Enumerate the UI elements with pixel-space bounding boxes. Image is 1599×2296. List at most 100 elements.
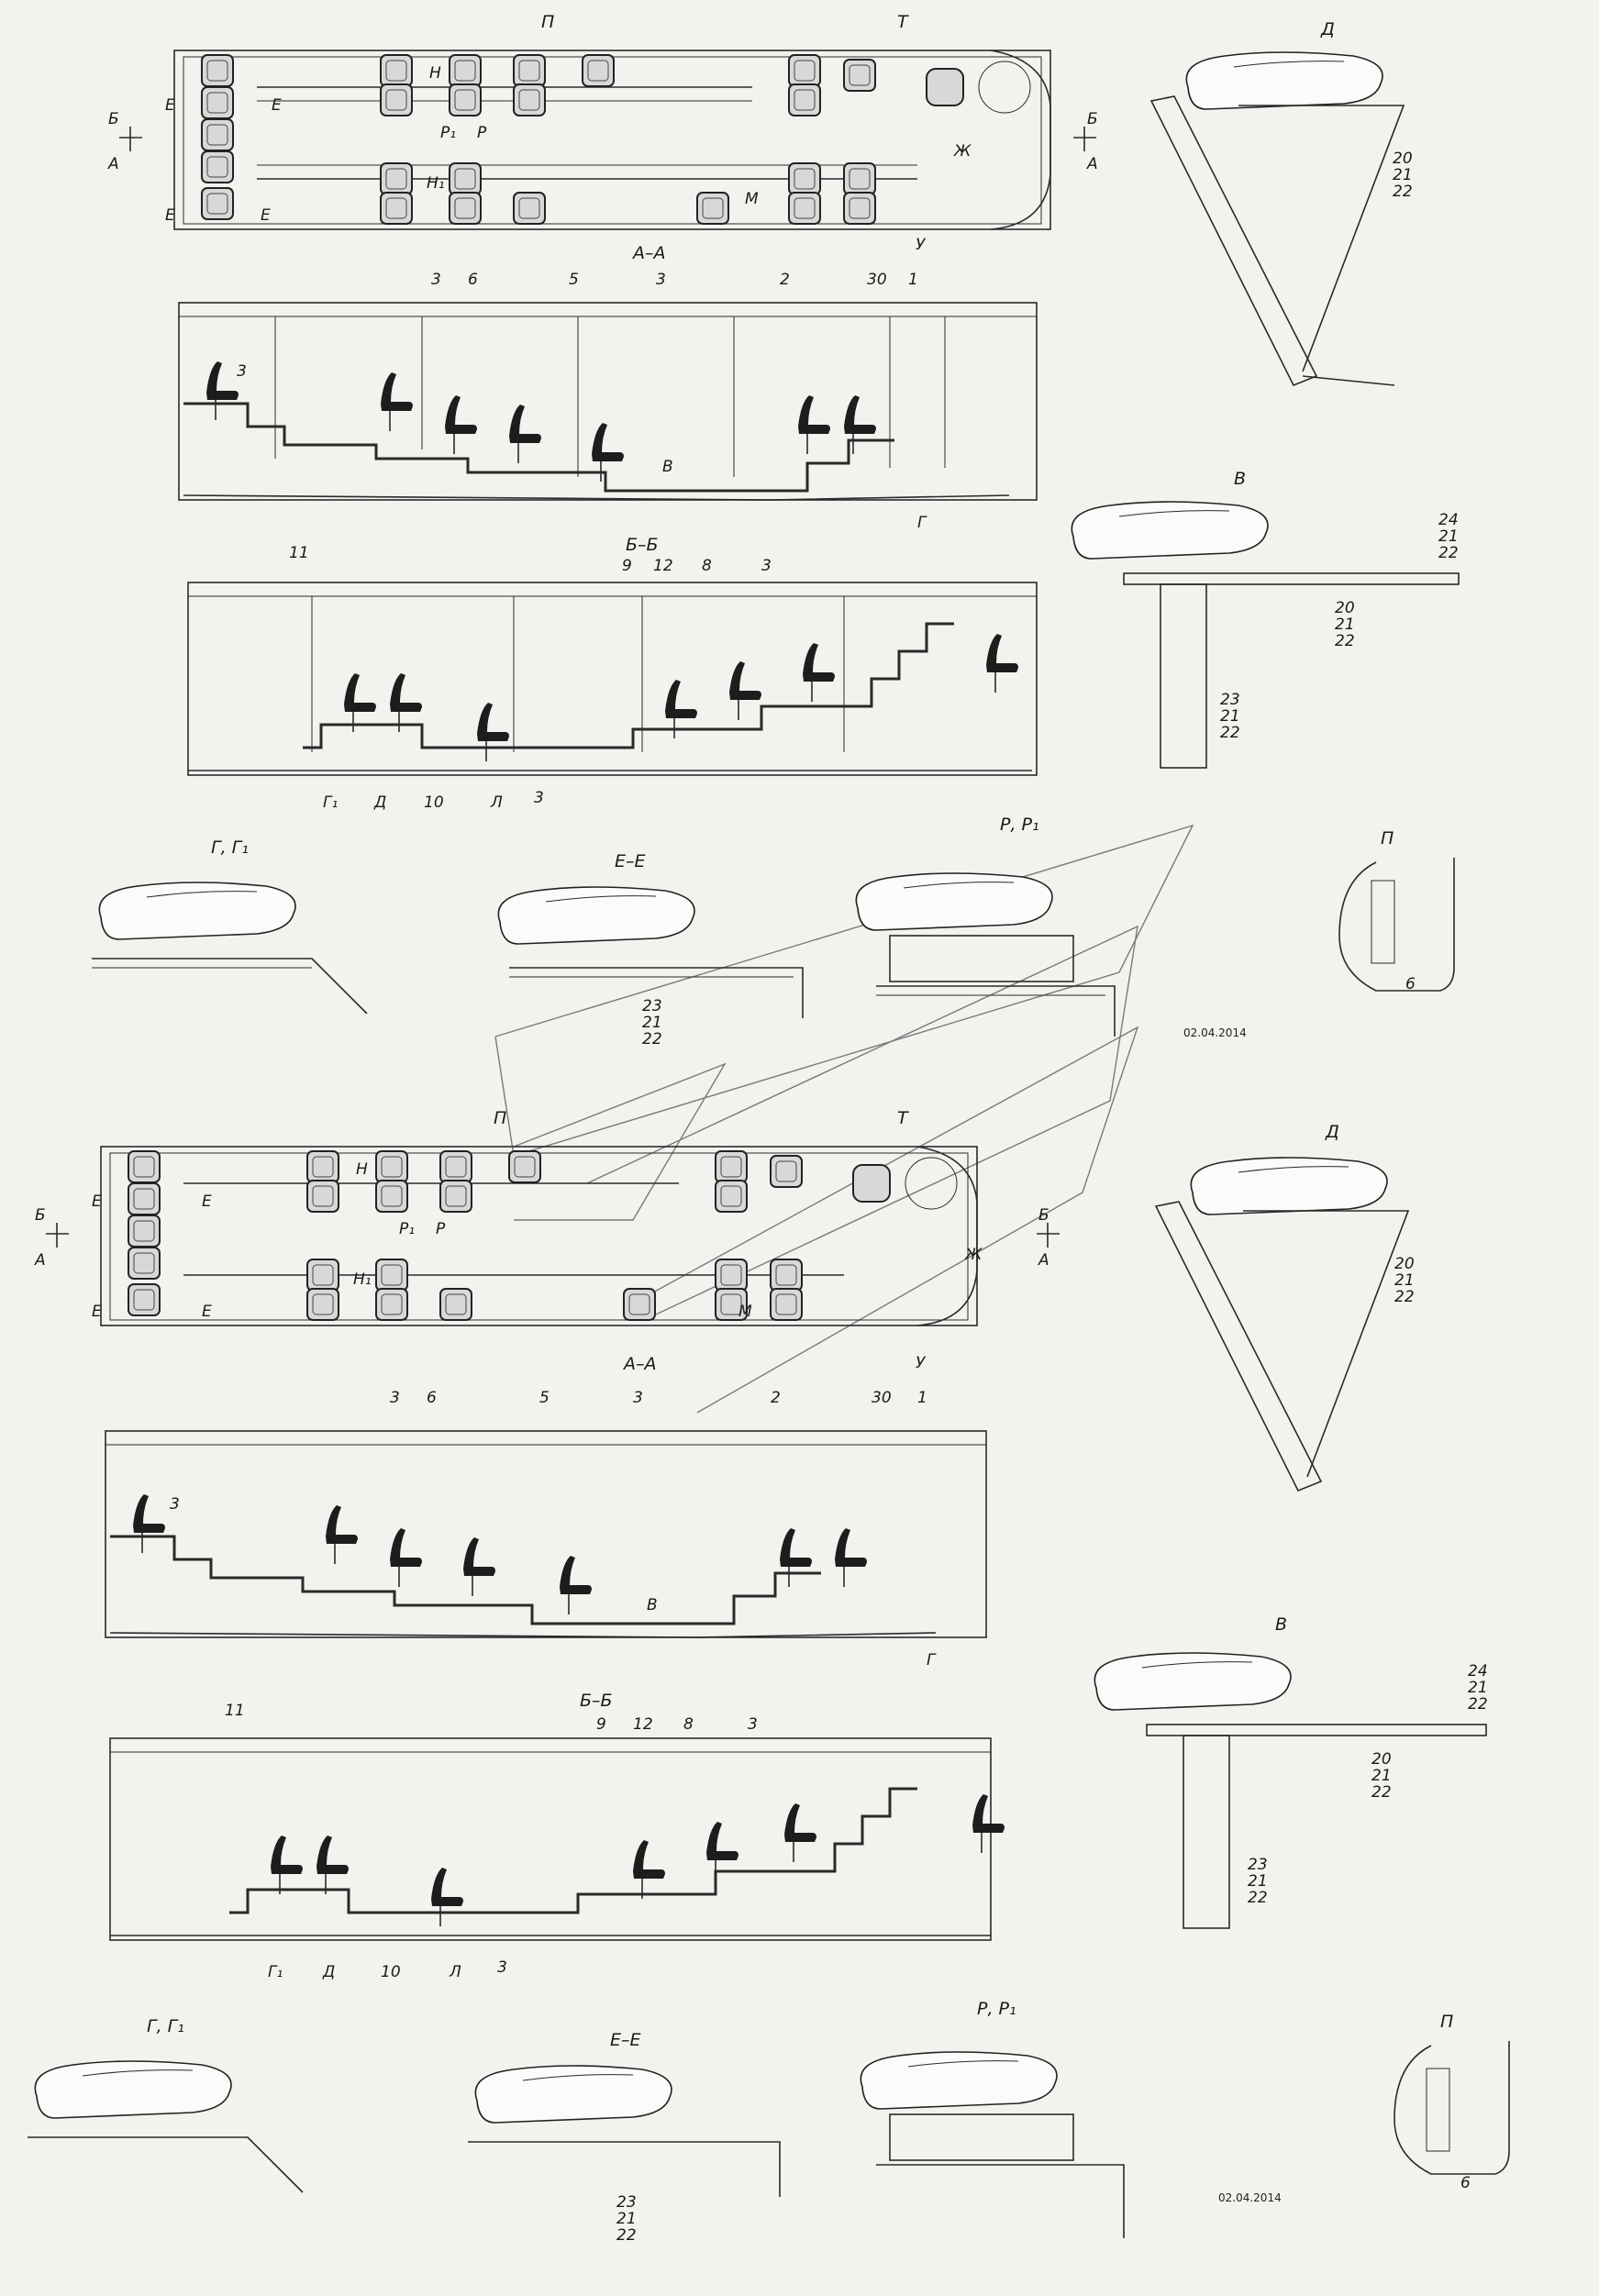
view-d-title-2: Д xyxy=(1325,1122,1339,1142)
b-ref-d: Д xyxy=(373,793,386,812)
b-ref-11: 11 xyxy=(289,544,309,562)
view-p-title-2: П xyxy=(1440,2012,1453,2032)
view-g-title: Г, Г₁ xyxy=(211,837,249,858)
ee-ref-21: 21 xyxy=(642,1014,662,1032)
view-g-title-2: Г, Г₁ xyxy=(147,2016,184,2036)
a-ref-30: 30 xyxy=(867,271,887,289)
a2-ref-1: 1 xyxy=(917,1389,927,1407)
view-d-title: Д xyxy=(1320,19,1335,39)
v-ref-22c: 22 xyxy=(1220,724,1240,742)
b2-ref-10: 10 xyxy=(381,1963,401,1981)
section-b-title-2: Б–Б xyxy=(580,1691,613,1711)
view-v-title: В xyxy=(1234,469,1246,489)
label-zh: Ж xyxy=(953,142,972,161)
b2-ref-12: 12 xyxy=(633,1715,653,1734)
view-v-title-2: В xyxy=(1275,1614,1287,1635)
label-e1: Е xyxy=(165,96,175,115)
view-rr-title-2: Р, Р₁ xyxy=(977,1999,1016,2019)
v-ref-21c: 21 xyxy=(1220,707,1240,726)
ee-ref-22: 22 xyxy=(642,1030,662,1048)
b-ref-l: Л xyxy=(490,793,503,812)
view-ee: Е–Е 23 21 22 xyxy=(497,851,804,1048)
label-t-2: Т xyxy=(897,1108,909,1128)
d-ref-21: 21 xyxy=(1393,166,1413,184)
ee2-ref-21: 21 xyxy=(616,2210,637,2228)
marker-a-left-2: А xyxy=(34,1251,46,1270)
v2-ref-21a: 21 xyxy=(1468,1679,1488,1697)
view-g-2: Г, Г₁ xyxy=(28,2016,304,2193)
label-n: Н xyxy=(429,64,441,83)
a-ref-5: 5 xyxy=(569,271,579,289)
label-m-2: М xyxy=(738,1303,752,1321)
b2-ref-3a: 3 xyxy=(748,1715,758,1734)
marker-a-right: А xyxy=(1086,155,1098,173)
section-b-b: Б–Б 11 9 12 8 3 Г₁ Д 10 Л 3 xyxy=(187,535,1038,812)
a2-ref-6: 6 xyxy=(427,1389,437,1407)
a-ref-3b: 3 xyxy=(656,271,666,289)
section-b-b-2: Б–Б 11 9 12 8 3 Г₁ Д 10 Л 3 xyxy=(109,1691,1005,1981)
d-ref-20: 20 xyxy=(1393,150,1413,168)
a-ref-1: 1 xyxy=(908,271,918,289)
a-ref-3a: 3 xyxy=(431,271,441,289)
label-e3-2: Е xyxy=(92,1303,102,1321)
a2-ref-g: Г xyxy=(927,1651,937,1669)
view-ee-title: Е–Е xyxy=(615,851,646,871)
a2-ref-v: В xyxy=(647,1596,658,1614)
view-p: П 6 xyxy=(1338,828,1455,993)
d2-ref-20: 20 xyxy=(1394,1255,1415,1273)
label-u: У xyxy=(916,236,927,254)
b2-ref-8: 8 xyxy=(683,1715,694,1734)
label-zh-2: Ж xyxy=(964,1246,983,1264)
v2-ref-20: 20 xyxy=(1371,1750,1392,1769)
a-ref-3c: 3 xyxy=(237,362,247,381)
a-ref-2: 2 xyxy=(780,271,790,289)
view-p-title: П xyxy=(1381,828,1394,849)
v-ref-22a: 22 xyxy=(1438,544,1459,562)
label-n1: Н₁ xyxy=(427,174,445,193)
v2-ref-21b: 21 xyxy=(1371,1767,1392,1785)
p-ref-6: 6 xyxy=(1405,975,1416,993)
section-a-title-2: А–А xyxy=(622,1354,657,1374)
section-marker-right: Б А xyxy=(1073,110,1098,173)
marker-b-left-2: Б xyxy=(35,1206,46,1225)
label-n-2: Н xyxy=(356,1160,368,1179)
label-e3: Е xyxy=(165,206,175,225)
label-r1-2: Р₁ xyxy=(399,1220,415,1238)
b-ref-12: 12 xyxy=(653,557,673,575)
section-a-a-2: А–А 3 6 5 3 2 30 1 3 В Г xyxy=(105,1354,987,1669)
view-ee-2: Е–Е 23 21 22 xyxy=(468,2030,781,2245)
view-g: Г, Г₁ xyxy=(92,837,368,1015)
label-p: П xyxy=(541,12,554,32)
marker-a-right-2: А xyxy=(1038,1251,1049,1270)
view-d: Д 20 21 22 xyxy=(1149,19,1413,387)
label-e1-2: Е xyxy=(92,1192,102,1211)
label-u-2: У xyxy=(916,1354,927,1372)
section-a-title: А–А xyxy=(631,243,666,263)
a2-ref-3b: 3 xyxy=(633,1389,643,1407)
label-r-2: Р xyxy=(436,1220,446,1238)
section-marker-left: Б А xyxy=(107,110,142,173)
marker-b-left: Б xyxy=(108,110,119,128)
label-p-2: П xyxy=(494,1108,506,1128)
b-ref-g1: Г₁ xyxy=(323,793,338,812)
label-e4: Е xyxy=(261,206,271,225)
v-ref-21b: 21 xyxy=(1335,616,1355,634)
b2-ref-11: 11 xyxy=(225,1702,245,1720)
view-ee-title-2: Е–Е xyxy=(610,2030,641,2050)
label-e2-2: Е xyxy=(202,1192,212,1211)
label-n1-2: Н₁ xyxy=(353,1270,372,1289)
label-r1: Р₁ xyxy=(440,124,456,142)
label-m: М xyxy=(745,190,759,208)
b2-ref-d: Д xyxy=(322,1963,335,1981)
plan-view-2: Б А Б А П Т Н Н₁ Р₁ Р Е Е Е Е Ж М У xyxy=(34,1108,1060,1372)
b-ref-3a: 3 xyxy=(761,557,772,575)
view-d-2: Д 20 21 22 xyxy=(1154,1122,1415,1492)
v-ref-24: 24 xyxy=(1438,511,1459,529)
marker-a-left: А xyxy=(107,155,119,173)
p2-ref-6: 6 xyxy=(1460,2174,1471,2192)
ee2-ref-23: 23 xyxy=(616,2193,637,2212)
view-rr-title: Р, Р₁ xyxy=(1000,815,1039,835)
drawing-copy-top: Б А Б А П Т Н Н₁ Р₁ Р Е Е Е Е Ж М У А xyxy=(92,12,1460,1048)
v-ref-22b: 22 xyxy=(1335,632,1355,650)
b2-ref-g1: Г₁ xyxy=(268,1963,283,1981)
